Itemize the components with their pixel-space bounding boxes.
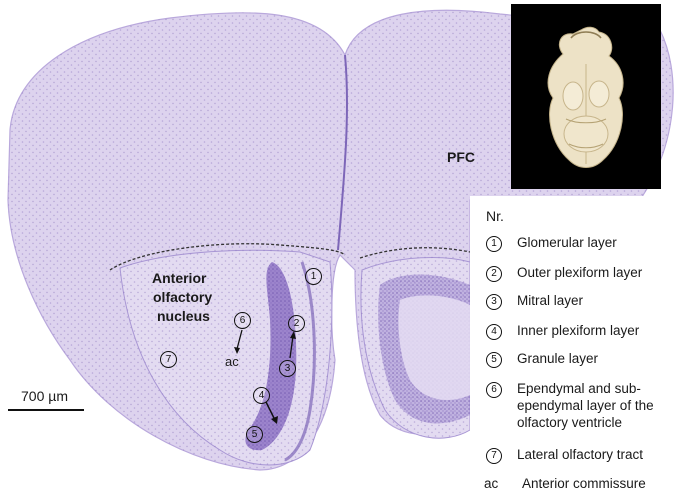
legend-text: Granule layer: [517, 351, 599, 366]
legend-text: Glomerular layer: [517, 235, 617, 250]
marker-2: 2: [288, 315, 305, 332]
legend-number: 1: [486, 236, 502, 252]
legend-item: 3 Mitral layer: [470, 292, 682, 310]
legend-number: 2: [486, 266, 502, 282]
legend-text: Ependymal and sub-ependymal layer of the…: [517, 381, 654, 430]
legend-number: 6: [486, 382, 502, 398]
legend-ac-abbr: ac: [484, 476, 499, 491]
legend-item: 7 Lateral olfactory tract: [470, 446, 682, 464]
pfc-label: PFC: [447, 149, 475, 165]
marker-1: 1: [305, 268, 322, 285]
legend-text: Mitral layer: [517, 293, 584, 308]
legend-number: 3: [486, 294, 502, 310]
marker-3: 3: [279, 360, 296, 377]
legend-number: 4: [486, 324, 502, 340]
legend-text: Lateral olfactory tract: [517, 447, 644, 462]
aon-label-line3: nucleus: [157, 308, 210, 324]
legend-ac-text: Anterior commissure: [522, 476, 646, 491]
legend-item-ac: ac Anterior commissure: [470, 476, 646, 491]
ac-label: ac: [225, 354, 239, 369]
whole-brain-photo: [511, 4, 661, 189]
aon-label-line1: Anterior: [152, 270, 207, 286]
legend-item: 4 Inner plexiform layer: [470, 322, 682, 340]
legend-text: Inner plexiform layer: [517, 323, 640, 338]
marker-7: 7: [160, 351, 177, 368]
scale-bar: [8, 409, 84, 411]
legend-item: 1 Glomerular layer: [470, 234, 682, 252]
legend-text: Outer plexiform layer: [517, 265, 643, 280]
legend-number: 7: [486, 448, 502, 464]
legend-item: 5 Granule layer: [470, 350, 682, 368]
legend-item: 2 Outer plexiform layer: [470, 264, 682, 282]
marker-6: 6: [234, 312, 251, 329]
aon-label-line2: olfactory: [153, 289, 213, 305]
marker-4: 4: [253, 387, 270, 404]
arrow-2: [289, 335, 294, 359]
legend-number: 5: [486, 352, 502, 368]
arrow-6: [236, 329, 243, 350]
legend-panel: Nr. 1 Glomerular layer 2 Outer plexiform…: [470, 196, 685, 499]
arrow-4: [265, 401, 276, 421]
marker-5: 5: [246, 426, 263, 443]
legend-header: Nr.: [486, 208, 504, 224]
legend-item: 6 Ependymal and sub-ependymal layer of t…: [470, 380, 682, 431]
scale-label: 700 µm: [21, 388, 68, 404]
